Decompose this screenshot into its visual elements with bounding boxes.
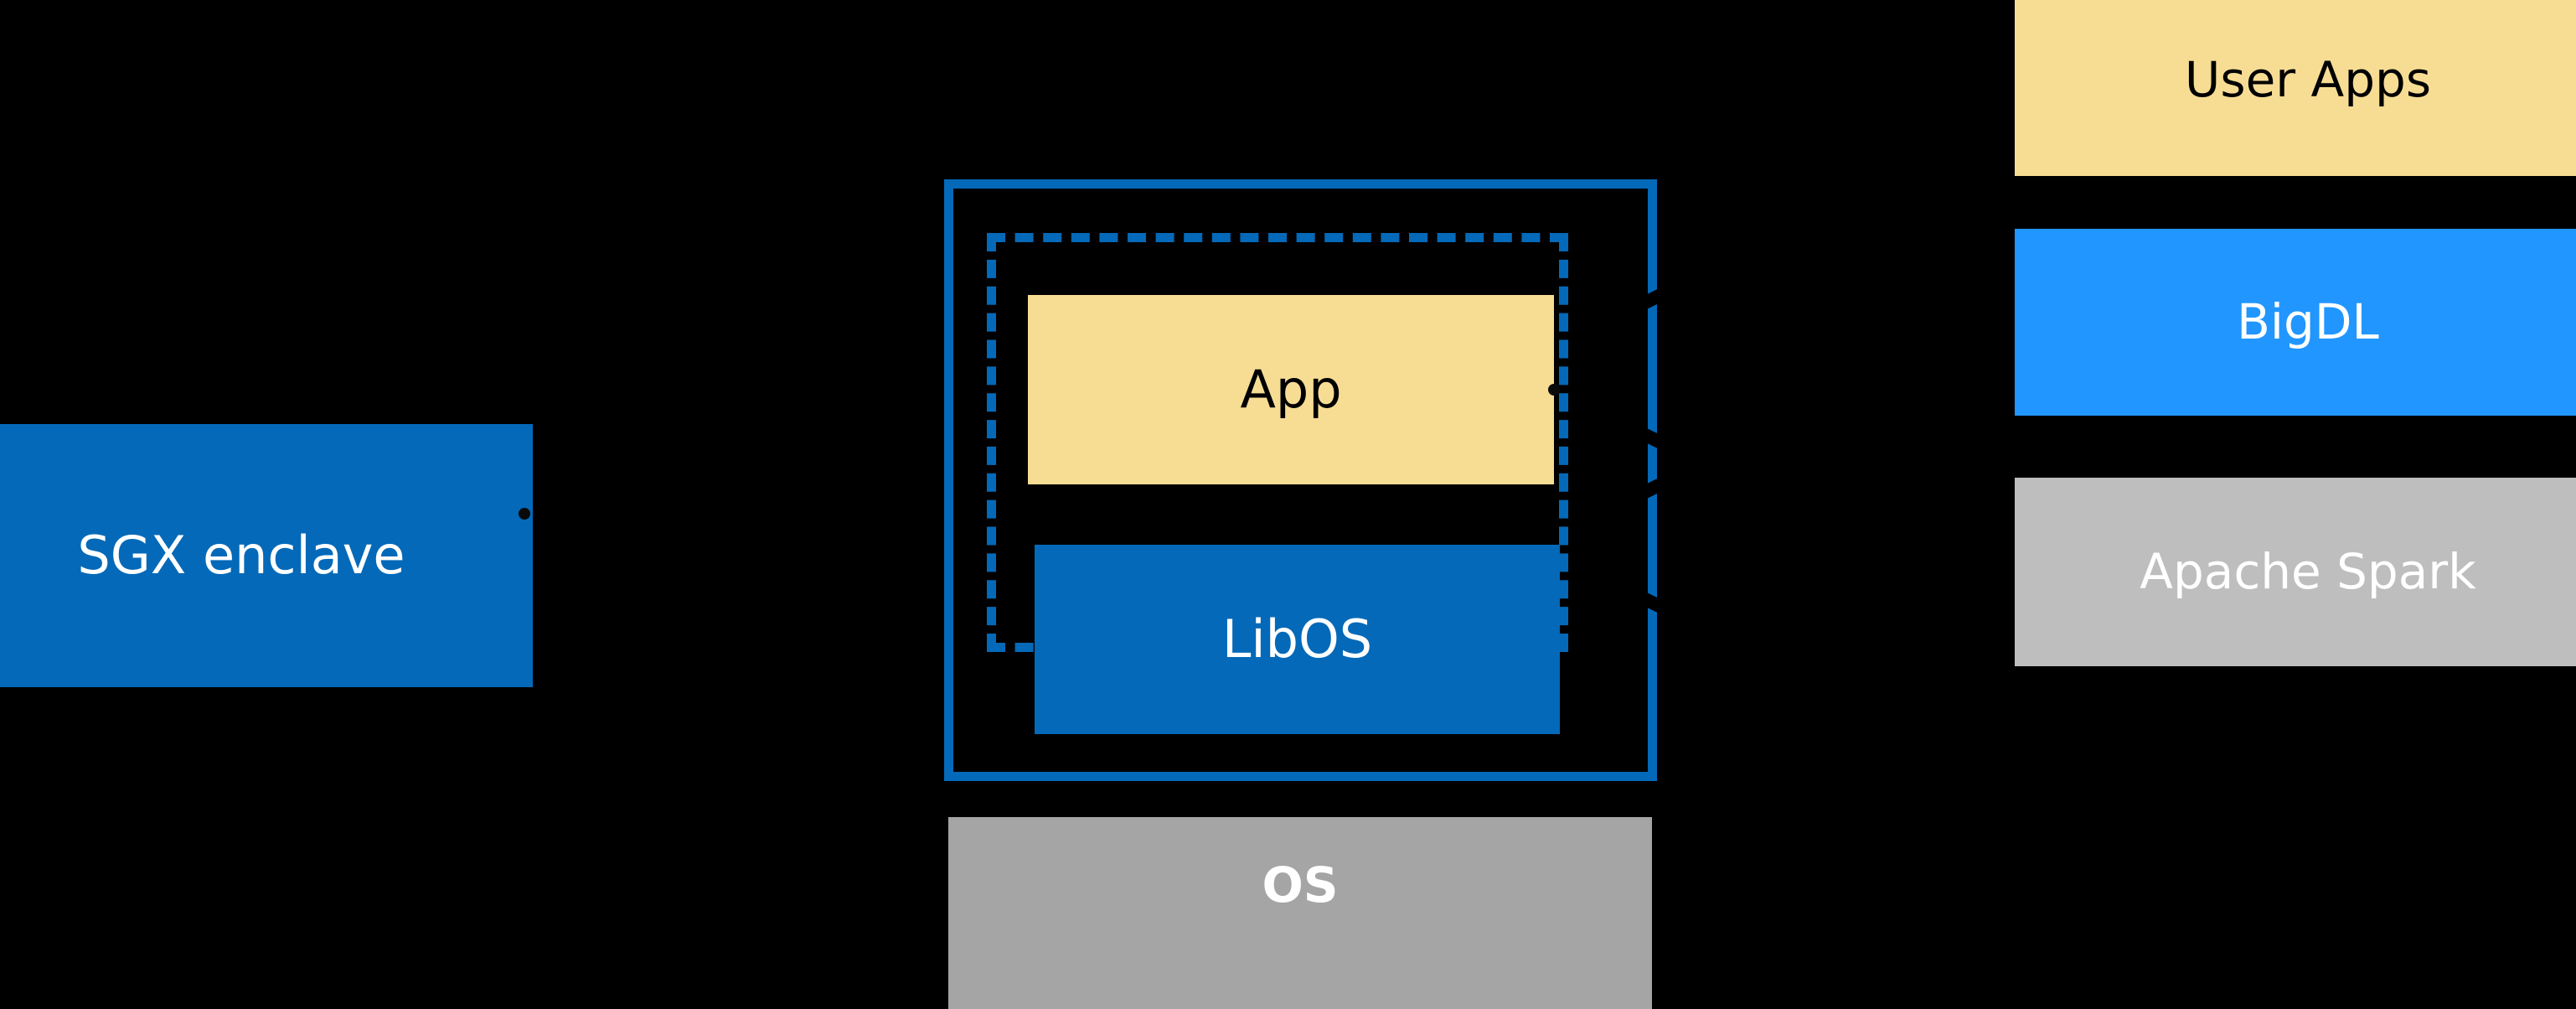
apache-spark-box: Apache Spark: [2015, 478, 2576, 666]
sgx-enclave-label: SGX enclave: [77, 524, 405, 586]
bigdl-label: BigDL: [2237, 292, 2379, 350]
app-box: App: [1028, 295, 1554, 484]
user-apps-label: User Apps: [2184, 51, 2432, 109]
app-connector-dot: [1548, 384, 1560, 396]
user-apps-box: User Apps: [2015, 0, 2576, 176]
app-label: App: [1240, 358, 1342, 420]
os-box: OS: [948, 817, 1652, 1009]
sgx-connector-dot: [519, 508, 530, 520]
apache-spark-label: Apache Spark: [2140, 542, 2476, 600]
libos-label: LibOS: [1221, 608, 1373, 670]
bigdl-box: BigDL: [2015, 229, 2576, 416]
sgx-enclave-box: SGX enclave: [0, 424, 533, 687]
libos-box: LibOS: [1035, 545, 1560, 734]
os-label: OS: [1262, 856, 1339, 913]
